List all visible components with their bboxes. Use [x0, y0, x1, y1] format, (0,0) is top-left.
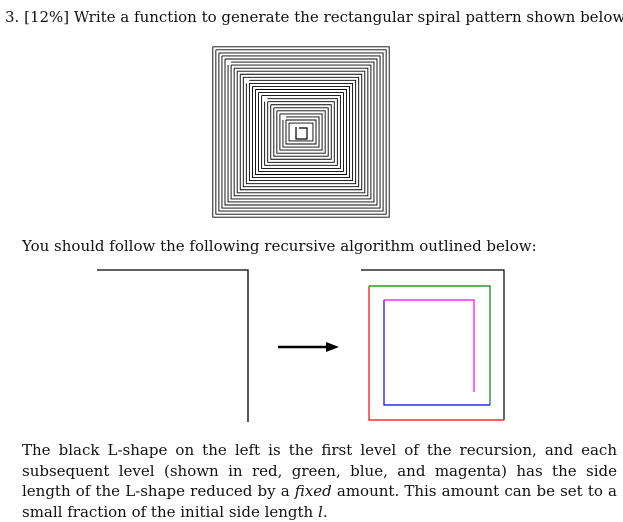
- spiral-lines: [212, 46, 390, 218]
- spiral-ring: [270, 104, 332, 160]
- recursion-level-black: [361, 269, 505, 420]
- explanation-part-2: amount. This amount can be set to a smal…: [22, 482, 617, 521]
- spiral-ring: [227, 61, 375, 203]
- spiral-ring: [279, 113, 323, 151]
- question-prompt: 3. [12%] Write a function to generate th…: [5, 7, 623, 27]
- spiral-center: [295, 127, 308, 140]
- instruction-text: You should follow the following recursiv…: [22, 237, 537, 255]
- spiral-ring: [221, 55, 381, 209]
- spiral-ring: [264, 98, 338, 166]
- spiral-ring: [212, 46, 390, 218]
- spiral-ring: [224, 58, 378, 206]
- recursion-levels: [361, 269, 505, 421]
- black-l-shape: [97, 269, 249, 422]
- spiral-ring: [230, 64, 372, 200]
- recursion-level-blue: [383, 300, 490, 406]
- spiral-ring: [218, 52, 384, 212]
- arrow-head: [326, 342, 339, 352]
- spiral-ring: [245, 79, 357, 185]
- spiral-ring: [233, 67, 369, 197]
- spiral-ring: [288, 122, 314, 142]
- recursion-level-magenta: [384, 299, 475, 392]
- explanation-variable: l: [318, 502, 323, 521]
- spiral-ring: [276, 110, 326, 154]
- spiral-ring: [255, 89, 347, 175]
- spiral-ring: [248, 82, 354, 182]
- spiral-ring: [273, 107, 329, 157]
- spiral-ring: [267, 101, 335, 163]
- spiral-ring: [236, 70, 366, 194]
- explanation-part-3: .: [322, 502, 328, 521]
- question-text: Write a function to generate the rectang…: [73, 8, 623, 26]
- spiral-ring: [242, 76, 360, 188]
- spiral-ring: [215, 49, 387, 215]
- explanation-emphasis: fixed: [294, 482, 332, 500]
- recursion-level-red: [368, 286, 504, 421]
- explanation-paragraph: The black L-shape on the left is the fir…: [22, 440, 617, 522]
- transformation-arrow: [278, 342, 339, 352]
- spiral-ring: [282, 116, 320, 148]
- explanation-part-1: The black L-shape on the left is the fir…: [22, 441, 617, 500]
- spiral-ring: [261, 95, 341, 169]
- question-weight: [12%]: [24, 8, 70, 26]
- spiral-ring: [258, 92, 344, 172]
- spiral-ring: [239, 73, 363, 191]
- spiral-ring: [285, 119, 317, 145]
- spiral-ring: [252, 86, 350, 178]
- recursion-level-green: [369, 285, 491, 405]
- recursion-diagram: [97, 269, 505, 422]
- rectangular-spiral-figure: [212, 46, 390, 218]
- first-level-l-shape: [97, 269, 249, 422]
- question-number: 3.: [5, 8, 20, 26]
